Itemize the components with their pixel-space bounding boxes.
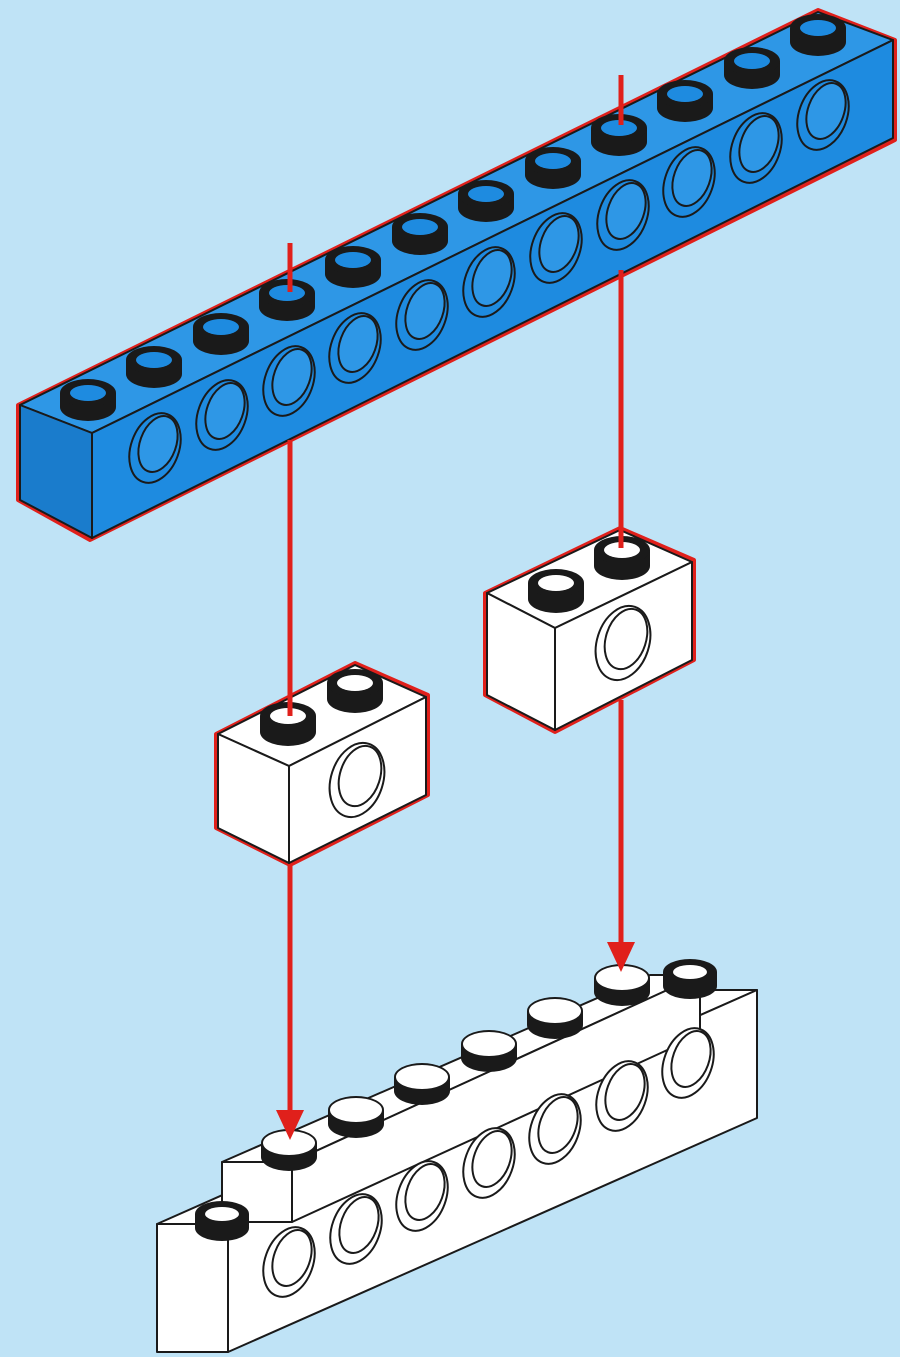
stud	[527, 997, 583, 1039]
stud	[790, 14, 846, 56]
stud	[525, 147, 581, 189]
stud	[594, 964, 650, 1006]
stud	[195, 1201, 249, 1241]
stud	[325, 246, 381, 288]
stud	[663, 959, 717, 999]
stud	[327, 669, 383, 713]
stud	[392, 213, 448, 255]
stud	[193, 313, 249, 355]
stud	[60, 379, 116, 421]
stud	[724, 47, 780, 89]
stud	[394, 1063, 450, 1105]
stud	[328, 1096, 384, 1138]
stud	[126, 346, 182, 388]
stud	[461, 1030, 517, 1072]
stud	[259, 279, 315, 321]
stud	[528, 569, 584, 613]
stud	[458, 180, 514, 222]
stud	[657, 80, 713, 122]
